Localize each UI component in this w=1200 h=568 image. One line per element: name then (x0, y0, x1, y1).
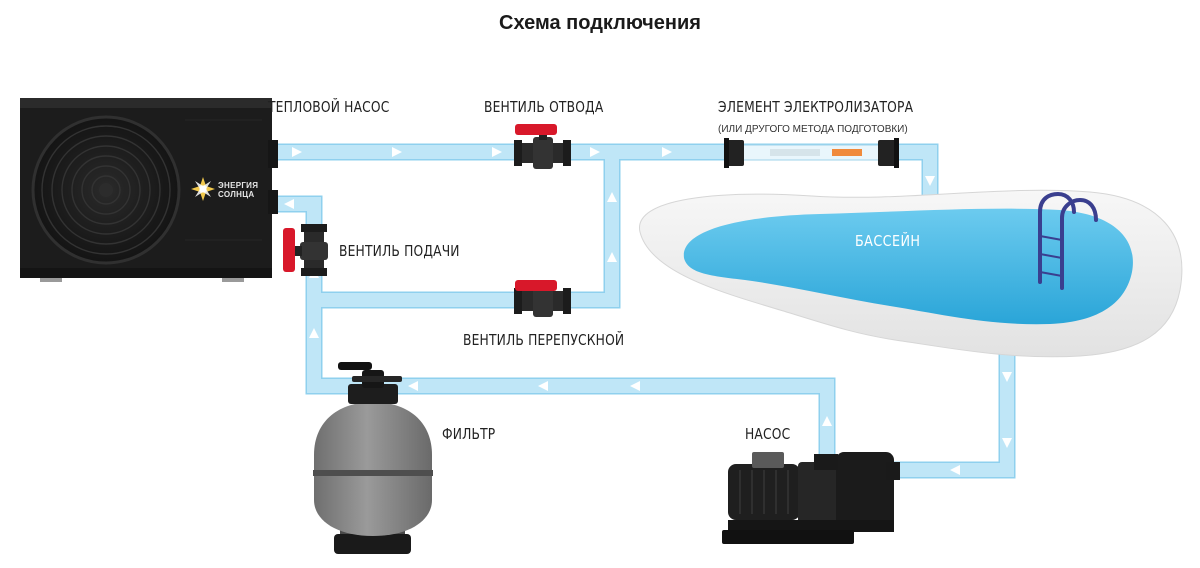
label-heat-pump: ТЕПЛОВОЙ НАСОС (268, 98, 390, 116)
outlet-valve (514, 124, 571, 169)
label-bypass-valve: ВЕНТИЛЬ ПЕРЕПУСКНОЙ (463, 331, 625, 349)
label-electrolyzer-sub: (ИЛИ ДРУГОГО МЕТОДА ПОДГОТОВКИ) (718, 124, 908, 135)
arrow-left (630, 381, 640, 391)
arrow-left (950, 465, 960, 475)
sun-logo-icon (191, 177, 215, 201)
arrow-up (822, 416, 832, 426)
arrow-right (292, 147, 302, 157)
label-electrolyzer: ЭЛЕМЕНТ ЭЛЕКТРОЛИЗАТОРА (718, 98, 914, 116)
arrow-up (607, 192, 617, 202)
brand-logo: ЭНЕРГИЯ СОЛНЦА (218, 181, 258, 199)
label-supply-valve: ВЕНТИЛЬ ПОДАЧИ (339, 242, 460, 260)
arrow-right (492, 147, 502, 157)
electrolyzer-cell (724, 138, 899, 168)
pool-ladder-icon (1038, 191, 1098, 290)
brand-line-2: СОЛНЦА (218, 190, 255, 199)
sand-filter (313, 362, 433, 554)
label-filter: ФИЛЬТР (442, 425, 496, 443)
arrow-up (309, 328, 319, 338)
arrow-down (1002, 372, 1012, 382)
pool-pump (722, 452, 900, 544)
swimming-pool (639, 189, 1183, 358)
arrow-down (925, 176, 935, 186)
arrow-up (607, 252, 617, 262)
arrow-right (392, 147, 402, 157)
supply-valve (283, 224, 328, 276)
heat-pump-unit (20, 98, 278, 282)
label-outlet-valve: ВЕНТИЛЬ ОТВОДА (484, 98, 604, 116)
bypass-valve (514, 280, 571, 317)
arrow-down (1002, 438, 1012, 448)
label-pool: БАССЕЙН (855, 232, 921, 250)
arrow-left (284, 199, 294, 209)
arrow-right (662, 147, 672, 157)
brand-line-1: ЭНЕРГИЯ (218, 181, 259, 190)
arrow-left (408, 381, 418, 391)
arrow-left (538, 381, 548, 391)
arrow-right (590, 147, 600, 157)
page-title: Схема подключения (499, 12, 701, 34)
label-pump: НАСОС (745, 425, 791, 443)
